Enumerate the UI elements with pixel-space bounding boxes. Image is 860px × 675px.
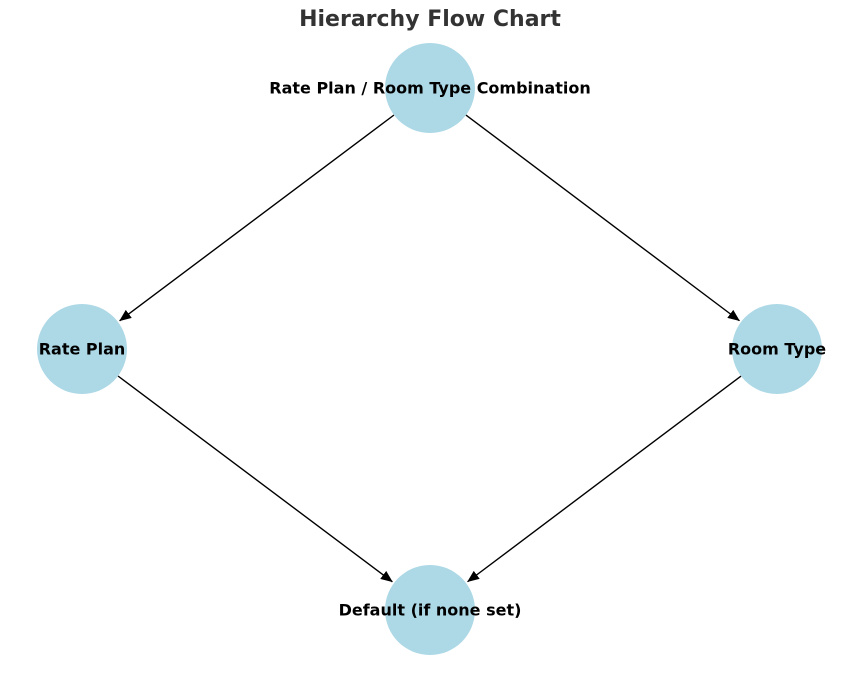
- node-circle-room-type: [732, 304, 822, 394]
- edge-combination-to-room-type: [465, 114, 740, 322]
- node-default: Default (if none set): [339, 565, 522, 655]
- node-room-type: Room Type: [728, 304, 826, 394]
- node-combination: Rate Plan / Room Type Combination: [269, 43, 591, 133]
- edges-layer: [117, 114, 742, 583]
- edge-room-type-to-default: [467, 375, 742, 583]
- node-circle-rate-plan: [37, 304, 127, 394]
- node-circle-combination: [385, 43, 475, 133]
- node-label-room-type: Room Type: [728, 340, 826, 359]
- node-label-combination: Rate Plan / Room Type Combination: [269, 79, 590, 98]
- edge-rate-plan-to-default: [117, 375, 393, 583]
- node-label-default: Default (if none set): [339, 601, 522, 620]
- node-circle-default: [385, 565, 475, 655]
- node-rate-plan: Rate Plan: [37, 304, 127, 394]
- chart-title: Hierarchy Flow Chart: [299, 7, 561, 32]
- edge-combination-to-rate-plan: [119, 114, 395, 322]
- node-label-rate-plan: Rate Plan: [39, 340, 126, 359]
